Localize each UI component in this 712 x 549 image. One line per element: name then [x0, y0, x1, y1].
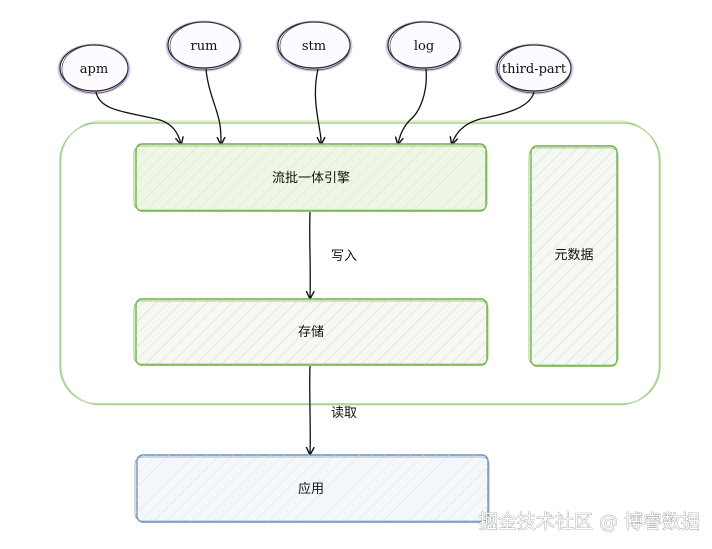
application-box: 应用	[134, 454, 490, 523]
write-edge: 写入	[310, 211, 357, 298]
source-node-third-part: third-part	[494, 43, 574, 95]
arrow-log-to-engine	[398, 68, 427, 144]
read-label: 读取	[331, 406, 357, 421]
storage-label: 存储	[298, 325, 324, 340]
source-node-rum: rum	[165, 20, 243, 72]
source-arrows	[95, 68, 535, 144]
arrow-stm-to-engine	[314, 68, 321, 144]
storage-box: 存储	[133, 298, 489, 366]
source-label-rum: rum	[191, 39, 218, 54]
read-edge: 读取	[310, 365, 357, 454]
engine-label: 流批一体引擎	[272, 171, 350, 186]
source-label-stm: stm	[302, 39, 326, 54]
watermark-text: 掘金技术社区 @ 博睿数据	[479, 511, 700, 533]
source-node-log: log	[385, 20, 463, 72]
source-label-log: log	[414, 39, 434, 54]
arrow-rum-to-engine	[205, 68, 221, 144]
write-label: 写入	[331, 249, 357, 264]
metadata-label: 元数据	[554, 248, 593, 263]
source-node-apm: apm	[57, 43, 131, 95]
arrow-apm-to-engine	[95, 91, 181, 144]
source-label-third-part: third-part	[502, 62, 567, 77]
source-label-apm: apm	[80, 62, 108, 77]
source-node-stm: stm	[275, 20, 353, 72]
engine-box: 流批一体引擎	[133, 143, 488, 212]
metadata-box: 元数据	[528, 145, 619, 367]
application-label: 应用	[298, 481, 324, 497]
arrow-third-part-to-engine	[452, 91, 535, 144]
